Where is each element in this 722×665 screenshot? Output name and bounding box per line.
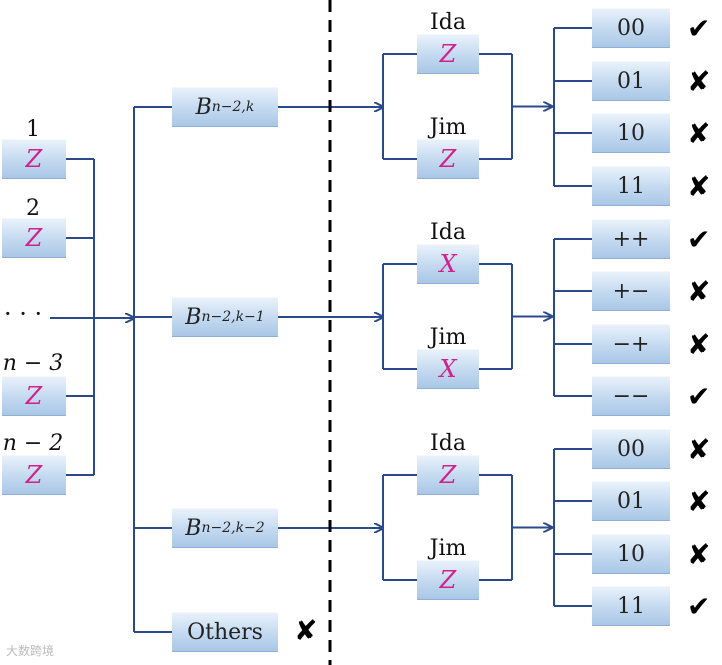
outcome-2-1: ++ (592, 219, 670, 259)
mark-1-2: ✘ (687, 65, 711, 98)
mark-2-3: ✘ (687, 328, 711, 361)
input-label-1: 1 (26, 117, 40, 142)
branch-base-1: B (195, 94, 212, 120)
mark-3-4: ✔ (687, 590, 711, 623)
outcome-3-2: 01 (592, 481, 670, 521)
branch-base-3: B (185, 515, 202, 541)
mark-3-1: ✘ (687, 433, 711, 466)
jim-gate-2: X (417, 349, 479, 389)
branch-sub-3: n−2,k−2 (201, 520, 265, 536)
mark-3-3: ✘ (687, 538, 711, 571)
jim-label-2: Jim (429, 325, 467, 350)
input-label-n3: n − 3 (2, 351, 64, 376)
others-box: Others (172, 612, 278, 652)
ida-label-1: Ida (430, 10, 466, 35)
ida-gate-3: Z (417, 455, 479, 495)
ida-gate-2: X (417, 244, 479, 284)
outcome-1-1: 00 (592, 8, 670, 48)
ida-label-3: Ida (430, 431, 466, 456)
input-gate-n2: Z (2, 455, 66, 495)
outcome-3-4: 11 (592, 586, 670, 626)
branch-sub-2: n−2,k−1 (201, 309, 265, 325)
input-label-2: 2 (26, 196, 40, 221)
mark-1-4: ✘ (687, 170, 711, 203)
outcome-3-1: 00 (592, 429, 670, 469)
outcome-1-4: 11 (592, 166, 670, 206)
mark-1-3: ✘ (687, 117, 711, 150)
jim-label-1: Jim (429, 115, 467, 140)
jim-gate-1: Z (417, 139, 479, 179)
mark-2-4: ✔ (687, 380, 711, 413)
input-gate-2: Z (2, 218, 66, 258)
outcome-2-2: +− (592, 271, 670, 311)
jim-gate-3: Z (417, 560, 479, 600)
mark-2-2: ✘ (687, 275, 711, 308)
outcome-1-3: 10 (592, 113, 670, 153)
input-gate-1: Z (2, 139, 66, 179)
jim-label-3: Jim (429, 536, 467, 561)
branch-base-2: B (185, 304, 202, 330)
outcome-1-2: 01 (592, 61, 670, 101)
ellipsis: · · · (4, 300, 43, 328)
others-mark: ✘ (294, 614, 318, 647)
outcome-3-3: 10 (592, 534, 670, 574)
input-gate-n3: Z (2, 376, 66, 416)
ida-gate-1: Z (417, 34, 479, 74)
watermark: 大数跨境 (6, 644, 55, 658)
ida-label-2: Ida (430, 220, 466, 245)
outcome-2-4: −− (592, 376, 670, 416)
outcome-2-3: −+ (592, 324, 670, 364)
branch-sub-1: n−2,k (211, 99, 255, 115)
input-label-n2: n − 2 (2, 431, 64, 456)
mark-1-1: ✔ (687, 12, 711, 45)
mark-3-2: ✘ (687, 485, 711, 518)
mark-2-1: ✔ (687, 223, 711, 256)
